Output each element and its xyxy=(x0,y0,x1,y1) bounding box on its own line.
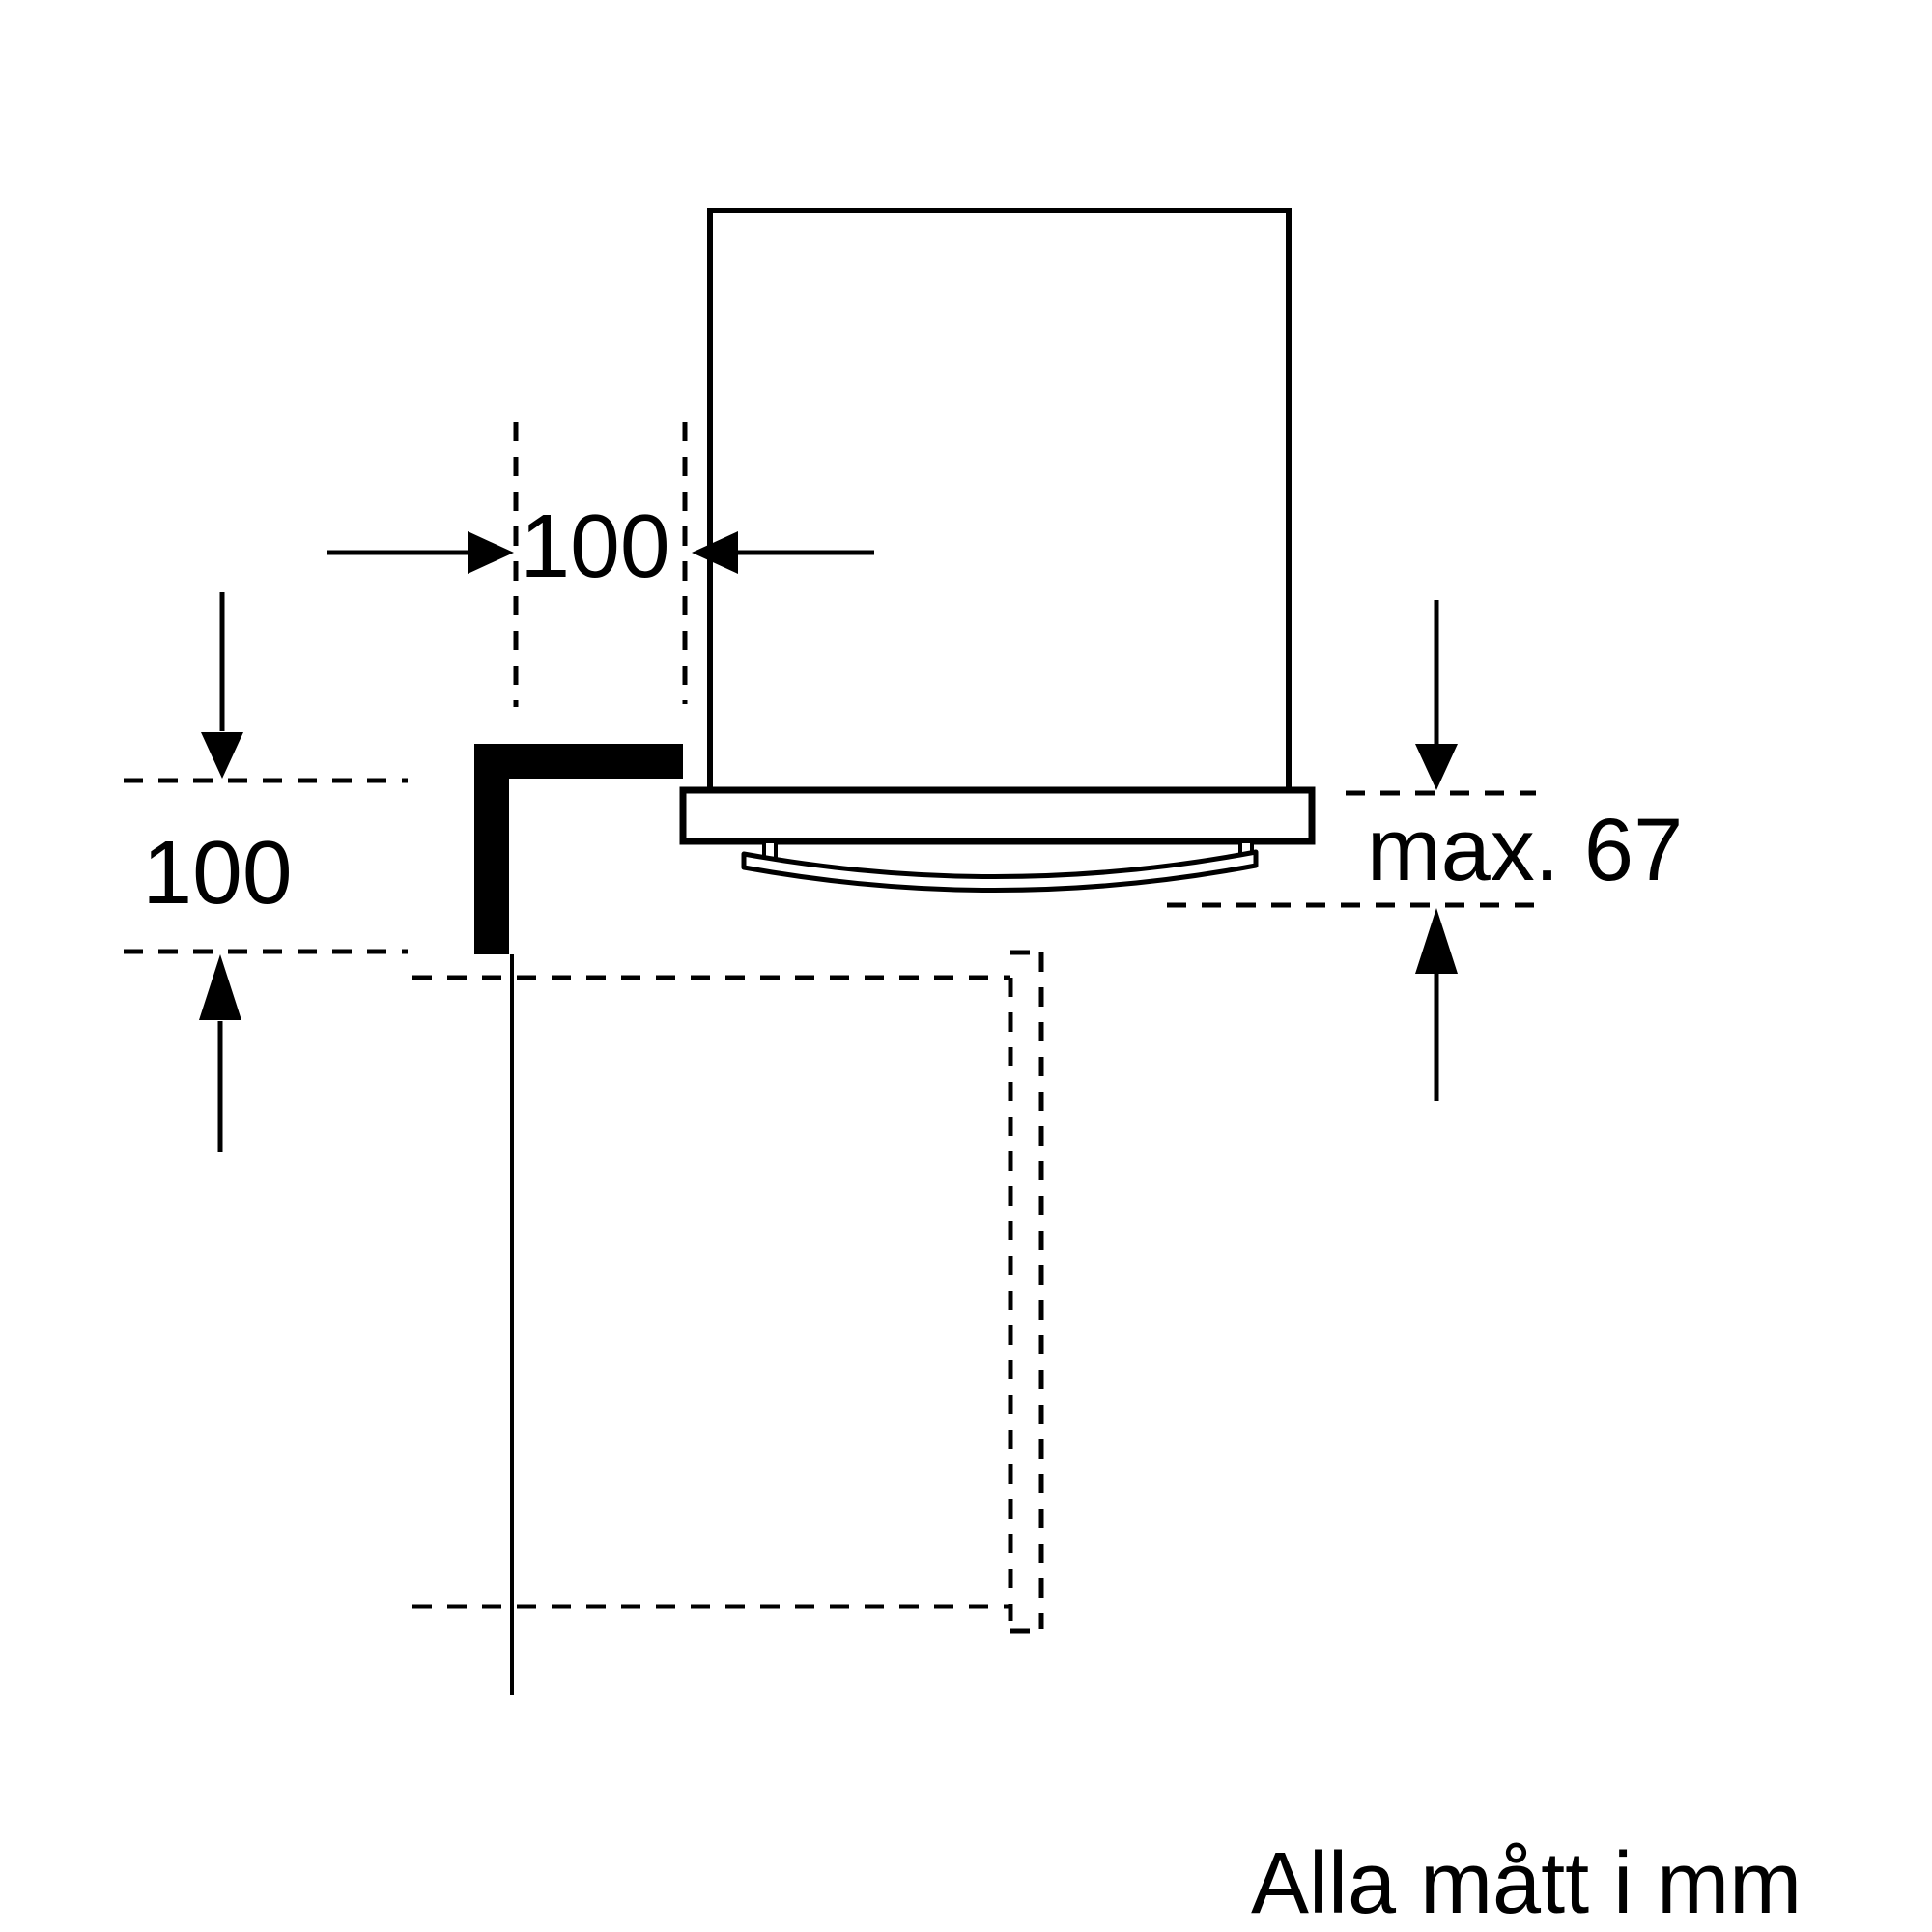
arrow-up-left-icon xyxy=(199,954,242,1020)
arrow-down-left-icon xyxy=(201,732,243,779)
arrow-down-right-icon xyxy=(1415,744,1458,790)
handle-protrusion-label: max. 67 xyxy=(1367,801,1683,899)
arrow-left-icon xyxy=(692,531,738,574)
arrow-up-right-icon xyxy=(1415,908,1458,974)
units-footnote: Alla mått i mm xyxy=(1251,1835,1802,1932)
top-clearance-label: 100 xyxy=(520,496,669,596)
left-clearance-label: 100 xyxy=(142,822,292,923)
dimension-arrows xyxy=(199,531,1458,1152)
arrow-right-icon xyxy=(468,531,514,574)
appliance-body-outline xyxy=(707,208,1292,793)
door-handle-curve xyxy=(741,849,1259,893)
trim-panel-outline xyxy=(679,786,1316,845)
construction-lines xyxy=(124,422,1539,1634)
side-panel-cross-section xyxy=(474,744,683,954)
